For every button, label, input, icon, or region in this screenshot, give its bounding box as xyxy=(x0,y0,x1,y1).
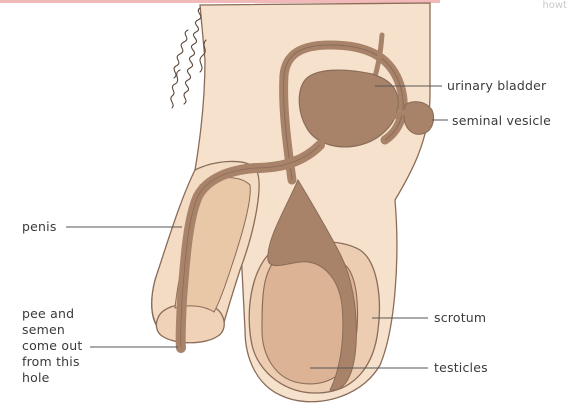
label-scrotum: scrotum xyxy=(434,310,486,326)
label-penis: penis xyxy=(22,219,57,235)
label-hole: pee and semen come out from this hole xyxy=(22,306,82,386)
pubic-hair xyxy=(171,8,206,108)
seminal-vesicle xyxy=(404,102,434,135)
label-testicles: testicles xyxy=(434,360,488,376)
top-band xyxy=(0,0,440,3)
label-seminal-vesicle: seminal vesicle xyxy=(452,113,551,129)
label-urinary-bladder: urinary bladder xyxy=(447,78,546,94)
watermark: howt xyxy=(542,0,567,11)
